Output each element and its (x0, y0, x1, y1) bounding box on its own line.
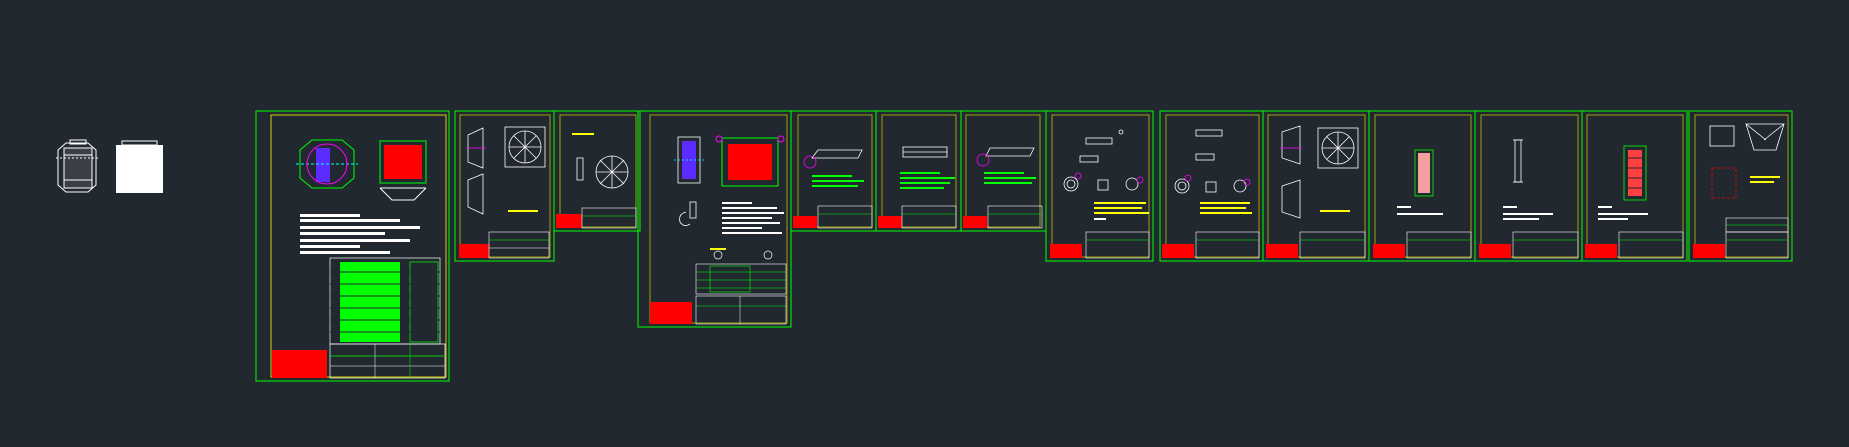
yellow-notes (1094, 202, 1149, 214)
notes-block (900, 172, 955, 189)
notes-block (1397, 206, 1443, 215)
hopper-detail (1709, 123, 1785, 199)
sheet-3[interactable] (553, 110, 641, 232)
yellow-note (572, 133, 594, 135)
title-block (650, 295, 787, 325)
sheet-inner-frame (1374, 114, 1472, 258)
title-block (1585, 231, 1684, 259)
sheet-border (1581, 110, 1688, 262)
title-block (272, 343, 446, 379)
bar-detail (1513, 139, 1523, 183)
yellow-note (508, 210, 538, 212)
blue-core-outline (674, 136, 704, 184)
sheet-border (1045, 110, 1154, 262)
notes-block (812, 175, 864, 187)
sheet-13[interactable] (1581, 110, 1688, 262)
sheet-inner-frame (1586, 114, 1684, 258)
sheet-inner-frame (270, 114, 447, 378)
preview-vessel (56, 139, 98, 193)
preview-figures (56, 139, 163, 193)
octagon-detail (504, 126, 546, 168)
title-block (1373, 231, 1472, 259)
yellow-note (1320, 210, 1350, 212)
title-block (793, 205, 873, 229)
notes-block (1598, 206, 1648, 220)
circle-detail (576, 155, 629, 189)
sheet-inner-frame (1267, 114, 1366, 258)
title-block (1479, 231, 1579, 259)
yellow-notes (1750, 176, 1780, 183)
sheet-12[interactable] (1474, 110, 1583, 262)
notes-block (984, 172, 1036, 184)
yellow-notes (1200, 202, 1252, 214)
sheet-inner-frame (649, 114, 788, 324)
sheet-9[interactable] (1159, 110, 1264, 262)
notes-block (722, 202, 784, 234)
notes-block (300, 214, 420, 254)
sheet-2[interactable] (454, 110, 555, 262)
title-block (878, 205, 957, 229)
title-block (1266, 231, 1366, 259)
sheet-inner-frame (459, 114, 551, 258)
red-hatched-column (1623, 145, 1647, 201)
sheet-4[interactable] (637, 110, 792, 328)
sheet-inner-frame (1165, 114, 1260, 258)
sheet-border (1688, 110, 1793, 262)
side-panels (1280, 125, 1302, 219)
pink-column (1414, 149, 1434, 197)
sheet-11[interactable] (1368, 110, 1476, 262)
sheet-inner-frame (797, 114, 873, 228)
title-block (1050, 231, 1150, 259)
beam-detail (976, 147, 1035, 167)
sheet-inner-frame (1694, 114, 1789, 258)
sheet-8[interactable] (1045, 110, 1154, 262)
sheet-border (553, 110, 641, 232)
beam-detail (902, 146, 948, 158)
sheet-inner-frame (881, 114, 957, 228)
title-block (1162, 231, 1260, 259)
title-block (459, 231, 550, 259)
sheet-border (255, 110, 450, 382)
white-note (1094, 218, 1106, 220)
blue-core-fill (316, 148, 330, 182)
small-parts (710, 248, 773, 260)
sheet-inner-frame (1480, 114, 1579, 258)
title-block (1693, 231, 1789, 259)
sheet-inner-frame (1051, 114, 1150, 258)
title-block (963, 205, 1043, 229)
octagon-detail (296, 139, 358, 189)
beam-detail (803, 149, 863, 169)
blue-core-fill (682, 141, 696, 179)
sheet-inner-frame (559, 114, 637, 228)
side-panels (466, 127, 486, 215)
notes-block (1503, 206, 1553, 220)
spec-table (329, 257, 441, 345)
sheet-inner-frame (965, 114, 1041, 228)
sheet-14[interactable] (1688, 110, 1793, 262)
red-panel-detail (379, 140, 427, 201)
ring-details (1063, 129, 1144, 192)
octagon-detail (1317, 127, 1359, 169)
title-block (556, 207, 637, 229)
red-panel-detail (715, 135, 785, 187)
sheet-5[interactable] (790, 110, 877, 232)
sheet-7[interactable] (960, 110, 1047, 232)
preview-block (116, 140, 163, 193)
hook-detail (679, 201, 697, 226)
sheet-1[interactable] (255, 110, 450, 382)
ring-details (1174, 129, 1251, 194)
spec-table (695, 263, 787, 295)
